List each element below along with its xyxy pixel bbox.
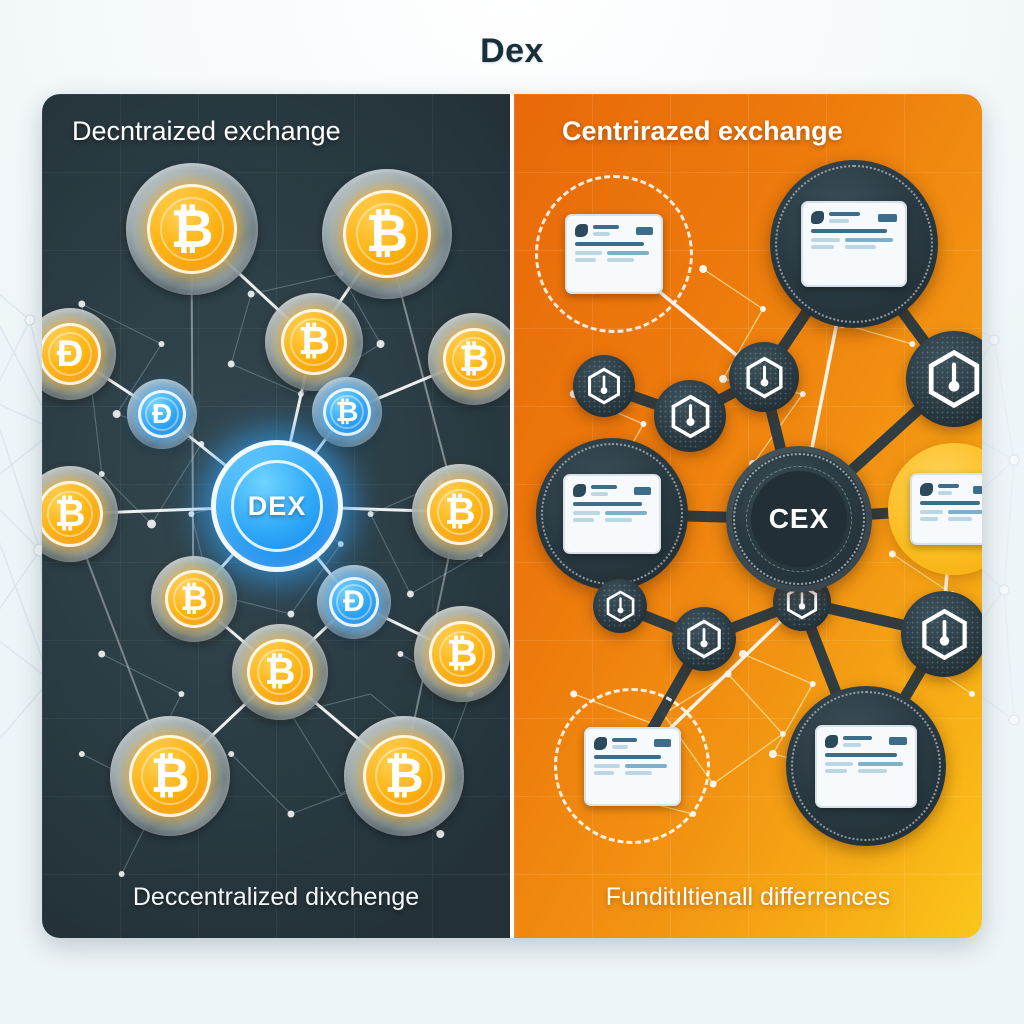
coin-inner-ring — [452, 337, 496, 381]
token-coin-node[interactable]: Đ — [42, 308, 116, 400]
bitcoin-coin-node[interactable]: ₿ — [412, 464, 508, 560]
hexagon-token-node[interactable] — [672, 607, 736, 671]
hexagon-token-icon — [745, 356, 783, 398]
coin-inner-ring — [47, 491, 93, 537]
document-node[interactable] — [536, 438, 688, 590]
bitcoin-coin-node[interactable]: ₿ — [414, 606, 510, 702]
hexagon-token-icon — [786, 584, 818, 620]
coin-inner-ring — [336, 584, 372, 620]
bitcoin-coin-node[interactable]: ₿ — [126, 163, 258, 295]
cex-hub-dashed-ring — [746, 466, 852, 572]
hexagon-token-icon — [687, 619, 721, 659]
cex-hub-node[interactable]: CEX — [726, 446, 872, 592]
panel-decentralized-exchange: Decntraized exchange ₿₿₿Đ₿Đ₿₿₿₿Đ₿₿₿₿ DEX… — [42, 94, 510, 938]
hexagon-token-node[interactable] — [573, 355, 635, 417]
cex-hub-dotted-ring — [733, 453, 865, 585]
token-coin-node[interactable]: Đ — [127, 379, 197, 449]
document-card-icon — [565, 214, 663, 294]
bitcoin-coin-node[interactable]: ₿ — [42, 466, 118, 562]
coin-inner-ring — [257, 649, 303, 695]
document-node[interactable] — [888, 443, 982, 575]
hexagon-token-node[interactable] — [729, 342, 799, 412]
left-panel-header: Decntraized exchange — [72, 116, 341, 146]
coin-inner-ring — [160, 197, 224, 261]
coin-inner-ring — [375, 747, 433, 805]
document-card-icon — [583, 726, 681, 806]
document-card-icon — [910, 473, 982, 545]
bitcoin-coin-node[interactable]: ₿ — [344, 716, 464, 836]
right-panel-header: Centrirazed exchange — [562, 116, 843, 146]
dotted-ring — [541, 443, 683, 585]
bitcoin-coin-node[interactable]: ₿ — [265, 293, 363, 391]
dotted-ring — [775, 165, 933, 323]
card-row — [920, 483, 982, 496]
dex-hub-node[interactable]: DEX — [211, 440, 343, 572]
hexagon-token-node[interactable] — [901, 591, 982, 677]
document-node[interactable] — [554, 688, 710, 844]
hexagon-token-node[interactable] — [654, 380, 726, 452]
hexagon-token-icon — [921, 608, 967, 660]
coin-inner-ring — [290, 318, 338, 366]
right-panel-footer: Funditıltienall differrences — [605, 883, 891, 911]
hexagon-token-node[interactable] — [906, 331, 982, 427]
left-panel-footer: Deccentralized dixchenge — [132, 883, 420, 911]
bitcoin-coin-node[interactable]: ₿ — [428, 313, 510, 405]
hexagon-token-icon — [606, 589, 634, 623]
dex-hub-label: DEX — [231, 460, 323, 552]
card-row — [575, 224, 653, 237]
bitcoin-coin-node[interactable]: ₿ — [232, 624, 328, 720]
page-title: Dex — [480, 32, 544, 70]
hexagon-token-icon — [928, 349, 980, 409]
card-blob-icon — [575, 224, 588, 237]
coin-inner-ring — [356, 203, 418, 265]
dotted-ring — [791, 691, 941, 841]
panel-centralized-exchange: Centrirazed exchange CEX Funditıltienall… — [510, 94, 982, 938]
bitcoin-coin-node[interactable]: ₿ — [312, 377, 382, 447]
bitcoin-coin-node[interactable]: ₿ — [322, 169, 452, 299]
coin-inner-ring — [437, 489, 483, 535]
card-blob-icon — [920, 483, 933, 496]
comparison-panels: Decntraized exchange ₿₿₿Đ₿Đ₿₿₿₿Đ₿₿₿₿ DEX… — [42, 94, 982, 938]
coin-inner-ring — [439, 631, 485, 677]
bitcoin-coin-node[interactable]: ₿ — [110, 716, 230, 836]
card-row — [575, 251, 653, 262]
coin-inner-ring — [330, 395, 364, 429]
hexagon-token-icon — [588, 367, 620, 405]
coin-inner-ring — [173, 578, 215, 620]
document-node[interactable] — [535, 175, 693, 333]
coin-inner-ring — [141, 747, 199, 805]
bitcoin-coin-node[interactable]: ₿ — [151, 556, 237, 642]
card-row — [593, 736, 671, 750]
card-row — [593, 763, 671, 775]
card-blob-icon — [593, 736, 607, 750]
document-node[interactable] — [786, 686, 946, 846]
coin-inner-ring — [48, 332, 92, 376]
hexagon-token-node[interactable] — [593, 579, 647, 633]
card-row — [920, 510, 982, 521]
coin-inner-ring — [145, 397, 179, 431]
hexagon-token-icon — [671, 394, 709, 438]
token-coin-node[interactable]: Đ — [317, 565, 391, 639]
document-node[interactable] — [770, 160, 938, 328]
node-texture — [910, 335, 982, 423]
